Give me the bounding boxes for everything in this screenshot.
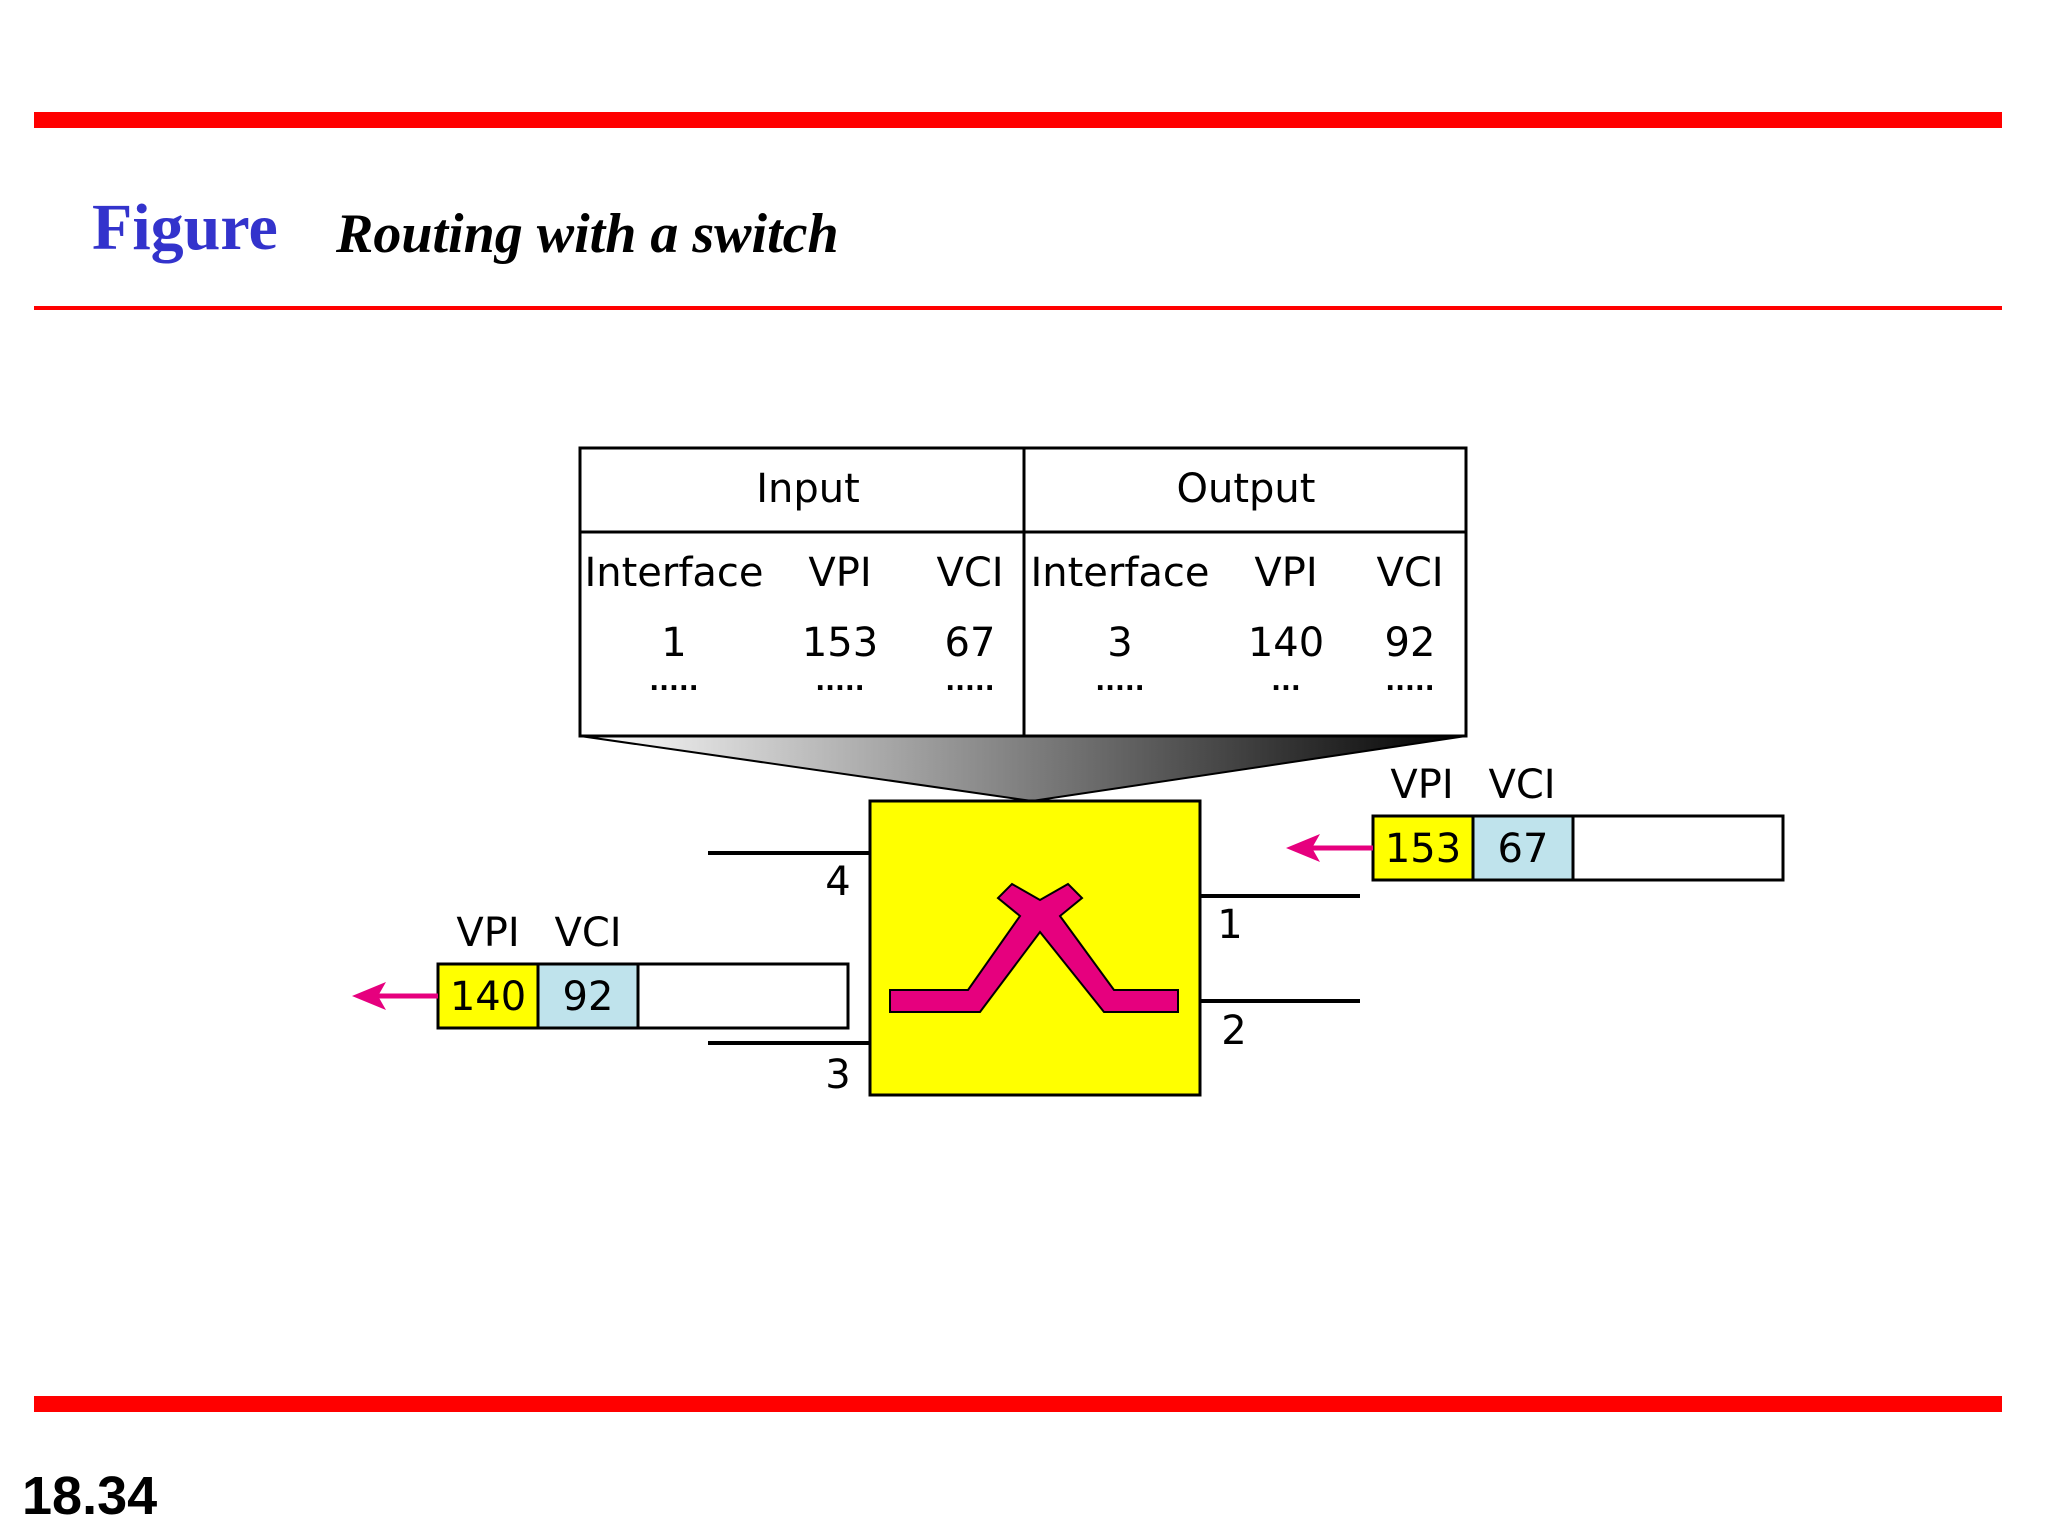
figure-label: Figure (92, 191, 278, 264)
outgoing-vci-field (536, 962, 640, 1030)
cell-output-vpi: 140 (1248, 620, 1324, 666)
incoming-vpi-value: 153 (1385, 826, 1461, 872)
routing-table: Input Output Interface VPI VCI Interface… (578, 446, 1468, 738)
table-funnel (579, 735, 1467, 803)
col-input-vpi: VPI (808, 550, 871, 596)
ellipsis-output-interface: ..... (1095, 667, 1144, 697)
incoming-vci-field (1471, 814, 1575, 882)
output-header: Output (1177, 466, 1316, 512)
cell-input-vci: 67 (945, 620, 996, 666)
ellipsis-input-vci: ..... (945, 667, 994, 697)
ellipsis-output-vci: ..... (1385, 667, 1434, 697)
cell-input-interface: 1 (661, 620, 686, 666)
port-4-label: 4 (825, 859, 850, 905)
ellipsis-output-vpi: ... (1271, 667, 1301, 697)
outgoing-vpi-value: 140 (450, 974, 526, 1020)
col-output-interface: Interface (1030, 550, 1209, 596)
incoming-cell: VPI VCI 153 67 (1286, 762, 1785, 882)
col-output-vpi: VPI (1254, 550, 1317, 596)
page-number: 18.34 (22, 1466, 158, 1526)
incoming-vci-label: VCI (1488, 762, 1555, 808)
outgoing-vpi-label: VPI (456, 910, 519, 956)
cell-output-vci: 92 (1385, 620, 1436, 666)
incoming-arrow-icon (1286, 834, 1320, 862)
cell-input-vpi: 153 (802, 620, 878, 666)
switch-path-icon (889, 882, 1179, 1013)
cell-output-interface: 3 (1107, 620, 1132, 666)
title-underline (34, 306, 2002, 310)
outgoing-vci-value: 92 (563, 974, 614, 1020)
outgoing-cell: VPI VCI 140 92 (352, 910, 850, 1030)
outgoing-arrow-icon (352, 982, 386, 1010)
col-input-vci: VCI (936, 550, 1003, 596)
ellipsis-input-vpi: ..... (815, 667, 864, 697)
top-rule (34, 112, 2002, 128)
outgoing-vpi-field (436, 962, 540, 1030)
figure-caption: Routing with a switch (336, 203, 839, 265)
port-3-label: 3 (825, 1052, 850, 1098)
col-input-interface: Interface (584, 550, 763, 596)
port-1-label: 1 (1217, 902, 1242, 948)
incoming-vci-value: 67 (1498, 826, 1549, 872)
input-header: Input (756, 466, 860, 512)
col-output-vci: VCI (1376, 550, 1443, 596)
switch-box (868, 799, 1202, 1097)
ellipsis-input-interface: ..... (649, 667, 698, 697)
outgoing-vci-label: VCI (554, 910, 621, 956)
incoming-vpi-label: VPI (1390, 762, 1453, 808)
port-2-label: 2 (1221, 1008, 1246, 1054)
bottom-rule (34, 1396, 2002, 1412)
